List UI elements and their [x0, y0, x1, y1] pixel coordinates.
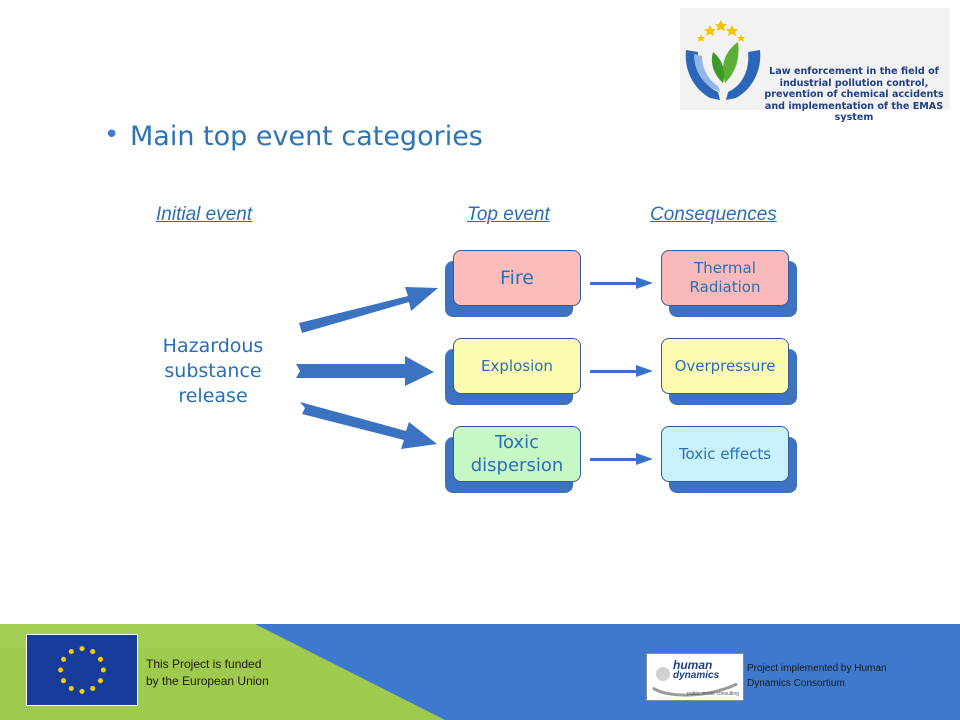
- source-line: Hazardous: [162, 335, 264, 357]
- arrow-source-to-toxic: [300, 402, 437, 449]
- human-dynamics-swoosh-icon: [652, 667, 738, 697]
- heading-top-event: Top event: [467, 204, 550, 225]
- hd-logo-word: dynamics: [673, 670, 720, 681]
- heading-consequences: Consequences: [650, 204, 777, 225]
- box-label: Toxic effects: [678, 445, 772, 463]
- top-event-explosion: Explosion: [453, 338, 581, 394]
- arrow-toxic-to-effects: [590, 453, 653, 465]
- consequence-thermal-radiation: Thermal Radiation: [661, 250, 789, 306]
- implementation-line: Project implemented by Human: [747, 663, 887, 674]
- hand-icon: [685, 50, 720, 100]
- implementation-note: Project implemented by Human Dynamics Co…: [747, 661, 947, 691]
- box-label: Explosion: [481, 357, 553, 375]
- logo-caption-line: industrial pollution control,: [779, 77, 929, 89]
- box-label: Radiation: [689, 278, 761, 296]
- source-line: release: [178, 385, 248, 407]
- box-label: Toxic: [495, 432, 539, 453]
- logo-caption-line: and implementation of the EMAS system: [764, 100, 944, 124]
- logo-caption: Law enforcement in the field of industri…: [756, 66, 952, 124]
- hd-logo-tagline: public sector consulting: [687, 691, 739, 697]
- box-label: dispersion: [470, 455, 564, 476]
- logo-caption-line: prevention of chemical accidents: [764, 89, 944, 100]
- slide-title: Main top event categories: [130, 121, 483, 152]
- project-logo: [680, 8, 950, 110]
- top-event-toxic-dispersion: Toxic dispersion: [453, 426, 581, 482]
- funding-line: by the European Union: [146, 674, 269, 688]
- box-label: Fire: [500, 267, 534, 289]
- box-label: Thermal: [694, 259, 756, 277]
- source-line: substance: [164, 360, 262, 382]
- funding-line: This Project is funded: [146, 657, 262, 671]
- heading-initial-event: Initial event: [156, 204, 253, 225]
- star-icons: [697, 20, 745, 42]
- consequence-toxic-effects: Toxic effects: [661, 426, 789, 482]
- hd-logo-word: human: [673, 658, 713, 672]
- human-dynamics-logo: human dynamics public sector consulting: [646, 653, 744, 701]
- hand-shade: [694, 54, 720, 92]
- funding-note: This Project is funded by the European U…: [146, 656, 269, 690]
- bullet-icon: •: [104, 120, 120, 150]
- arrow-fire-to-radiation: [590, 277, 653, 289]
- implementation-line: Dynamics Consortium: [747, 678, 845, 689]
- consequence-overpressure: Overpressure: [661, 338, 789, 394]
- leaf-icon: [722, 42, 739, 83]
- leaf-icon: [711, 52, 725, 83]
- arrow-source-to-explosion: [296, 356, 434, 386]
- box-label: Overpressure: [674, 357, 776, 375]
- hand-icon: [726, 50, 761, 100]
- source-hazardous-substance-release: Hazardous substance release: [140, 334, 286, 409]
- logo-caption-line: Law enforcement in the field of: [769, 66, 939, 77]
- eu-flag-icon: [26, 634, 138, 706]
- top-event-fire: Fire: [453, 250, 581, 306]
- arrow-source-to-fire: [299, 287, 438, 333]
- arrow-explosion-to-overpressure: [590, 365, 653, 377]
